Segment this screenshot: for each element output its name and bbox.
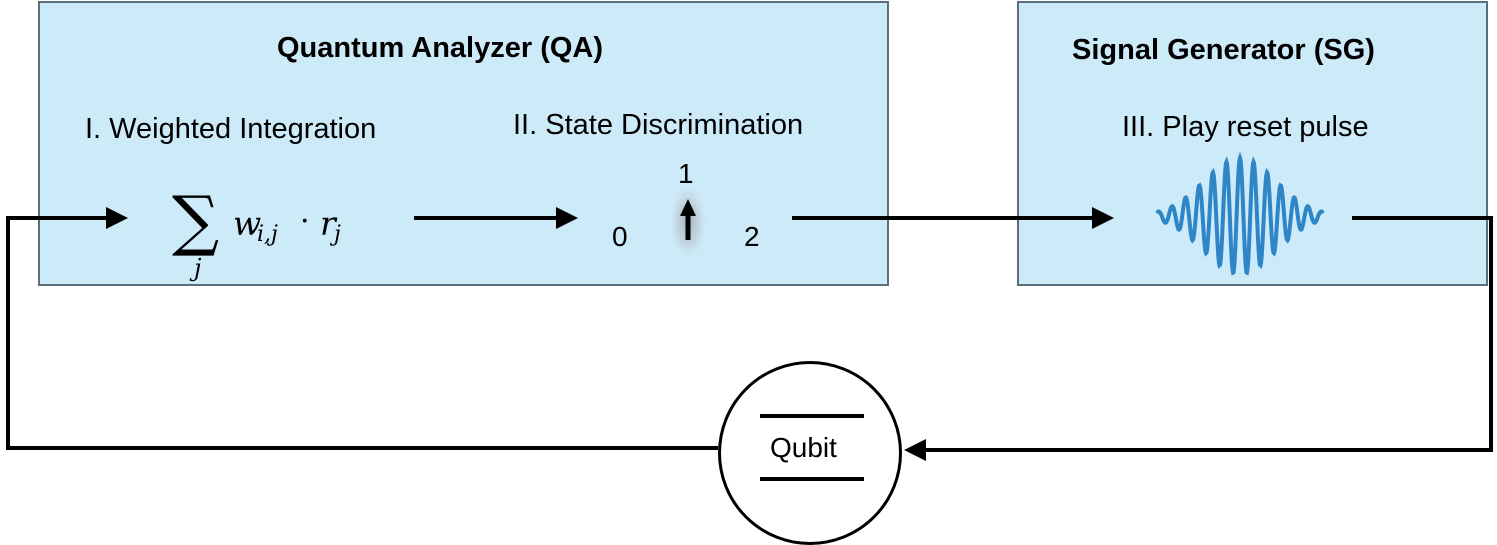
sg-title: Signal Generator (SG)	[1072, 34, 1375, 66]
sum-index: j	[194, 254, 202, 282]
step-state-discrimination: II. State Discrimination	[513, 109, 804, 141]
step-play-reset-pulse: III. Play reset pulse	[1122, 111, 1369, 143]
weight-subscript: i,j	[257, 222, 278, 247]
qubit-upper-level	[760, 414, 864, 418]
weight-symbol: w	[233, 204, 262, 243]
signal-generator-box	[1017, 1, 1488, 286]
qubit-lower-level	[760, 477, 864, 481]
sg-output-wire	[922, 216, 1493, 452]
signal-symbol: r	[320, 204, 336, 243]
arrowhead-sg-input	[1092, 207, 1114, 229]
reset-pulse-waveform	[1156, 151, 1324, 276]
sum-symbol: ∑	[172, 182, 220, 259]
quantum-analyzer-box	[38, 1, 889, 286]
state-2-label: 2	[744, 221, 760, 252]
qubit-label: Qubit	[770, 432, 837, 463]
arrowhead-discrimination	[556, 207, 578, 229]
arrowhead-qubit-input	[904, 439, 926, 461]
qubit-circle	[718, 361, 902, 545]
step-weighted-integration: I. Weighted Integration	[85, 113, 377, 145]
qa-title: Quantum Analyzer (QA)	[277, 32, 604, 64]
arrowhead-qa-input	[106, 207, 128, 229]
state-0-label: 0	[612, 221, 628, 252]
state-1-label: 1	[678, 158, 694, 189]
state-vector-arrowhead	[680, 199, 696, 216]
feedback-wire	[6, 216, 718, 450]
signal-subscript: j	[334, 222, 341, 247]
dot-operator: ·	[300, 204, 310, 239]
